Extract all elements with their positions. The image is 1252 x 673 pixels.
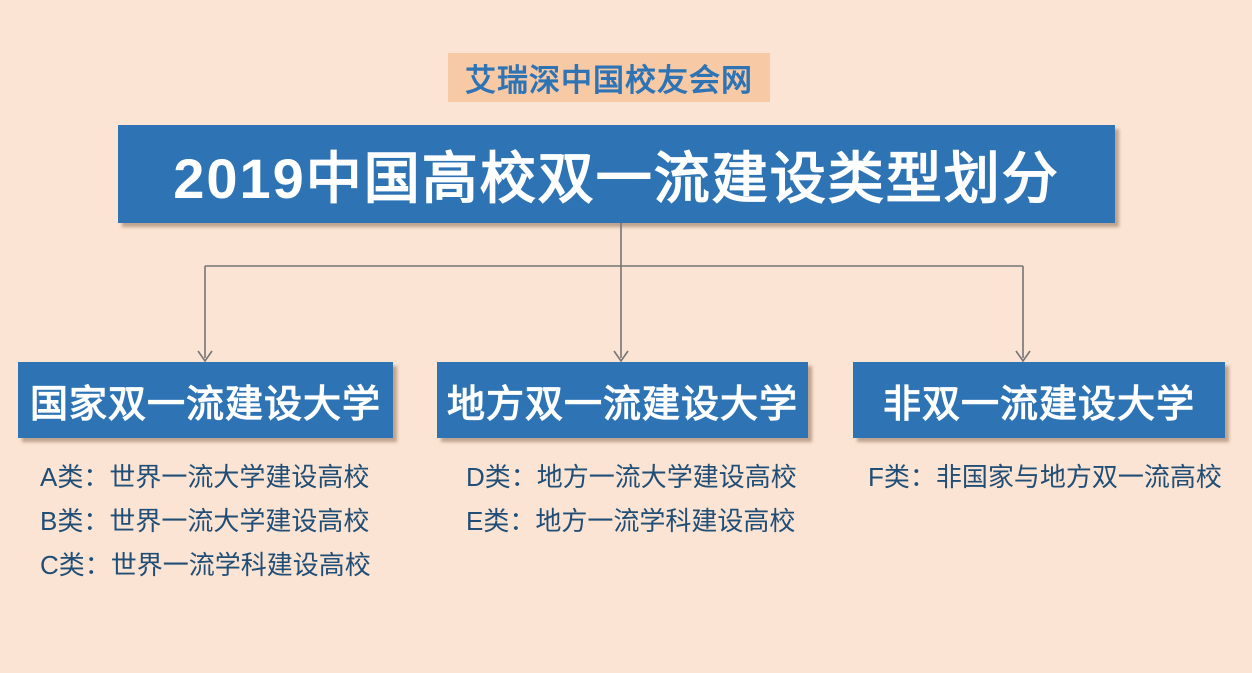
category-box-local: 地方双一流建设大学 <box>437 362 808 438</box>
arrow-down-icon <box>197 350 213 363</box>
category-box-non: 非双一流建设大学 <box>853 362 1225 438</box>
arrow-down-icon <box>613 350 629 363</box>
category-item: F类：非国家与地方双一流高校 <box>868 462 1222 492</box>
category-list-non: F类：非国家与地方双一流高校 <box>868 455 1222 499</box>
category-list-local: D类：地方一流大学建设高校 E类：地方一流学科建设高校 <box>466 455 797 543</box>
title-banner: 2019中国高校双一流建设类型划分 <box>118 125 1115 223</box>
category-item: D类：地方一流大学建设高校 <box>466 462 797 492</box>
category-item: A类：世界一流大学建设高校 <box>40 462 370 492</box>
arrow-down-icon <box>1015 350 1031 363</box>
category-item: C类：世界一流学科建设高校 <box>40 550 371 580</box>
category-item: B类：世界一流大学建设高校 <box>40 506 370 536</box>
category-box-national: 国家双一流建设大学 <box>18 362 393 438</box>
category-item: E类：地方一流学科建设高校 <box>466 506 796 536</box>
source-badge: 艾瑞深中国校友会网 <box>448 53 770 102</box>
category-list-national: A类：世界一流大学建设高校 B类：世界一流大学建设高校 C类：世界一流学科建设高… <box>40 455 371 587</box>
